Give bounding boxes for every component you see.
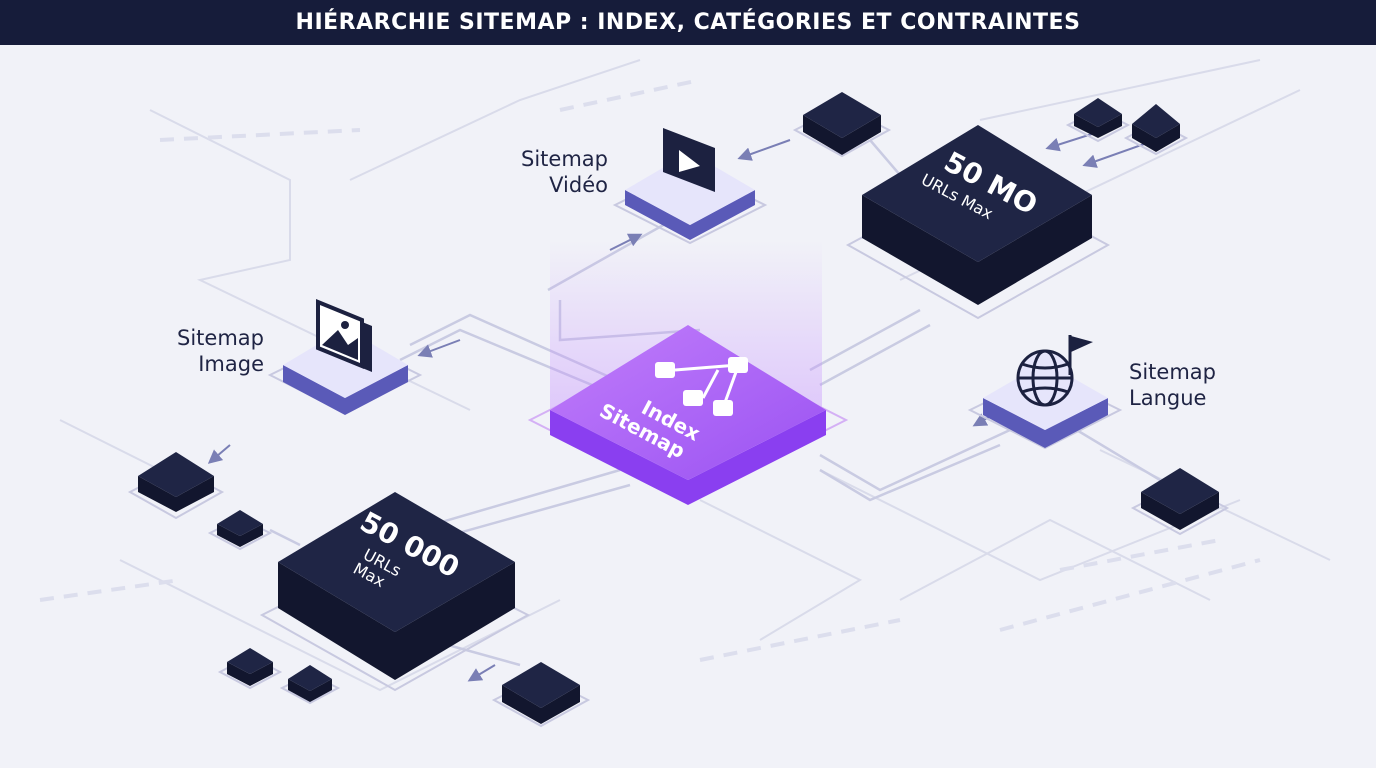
video-sitemap-node[interactable] xyxy=(612,128,768,245)
small-block xyxy=(279,665,341,705)
langue-sitemap-label: Sitemap Langue xyxy=(1129,359,1269,411)
sitemap-hierarchy-diagram: Index Sitemap xyxy=(0,45,1376,768)
small-block xyxy=(792,92,892,158)
image-gallery-icon xyxy=(316,299,372,372)
small-block xyxy=(127,452,225,520)
video-label-line2: Vidéo xyxy=(549,173,608,197)
small-block xyxy=(1065,98,1131,143)
image-label-line1: Sitemap xyxy=(177,326,264,350)
size-limit-block[interactable]: 50 MO URLs Max xyxy=(845,125,1111,320)
small-block xyxy=(491,662,591,728)
langue-label-line2: Langue xyxy=(1129,386,1207,410)
background-dash-lines xyxy=(39,78,1261,662)
small-block xyxy=(217,648,283,690)
langue-sitemap-node[interactable] xyxy=(967,335,1123,450)
video-label-line1: Sitemap xyxy=(521,147,608,171)
image-sitemap-label: Sitemap Image xyxy=(134,325,264,377)
globe-flag-icon xyxy=(1016,335,1093,407)
small-block xyxy=(207,510,273,551)
image-sitemap-node[interactable] xyxy=(267,299,423,415)
index-sitemap-node[interactable]: Index Sitemap xyxy=(527,325,849,505)
video-sitemap-label: Sitemap Vidéo xyxy=(480,146,608,198)
diagram-canvas: Index Sitemap xyxy=(39,59,1331,728)
hierarchy-icon xyxy=(655,357,748,416)
small-block xyxy=(1130,468,1230,536)
video-play-icon xyxy=(663,128,715,192)
url-limit-block[interactable]: 50 000 URLs Max xyxy=(259,492,531,692)
image-label-line2: Image xyxy=(198,352,264,376)
page-title: HIÉRARCHIE SITEMAP : INDEX, CATÉGORIES E… xyxy=(0,0,1376,45)
small-block xyxy=(1123,104,1189,156)
langue-label-line1: Sitemap xyxy=(1129,360,1216,384)
